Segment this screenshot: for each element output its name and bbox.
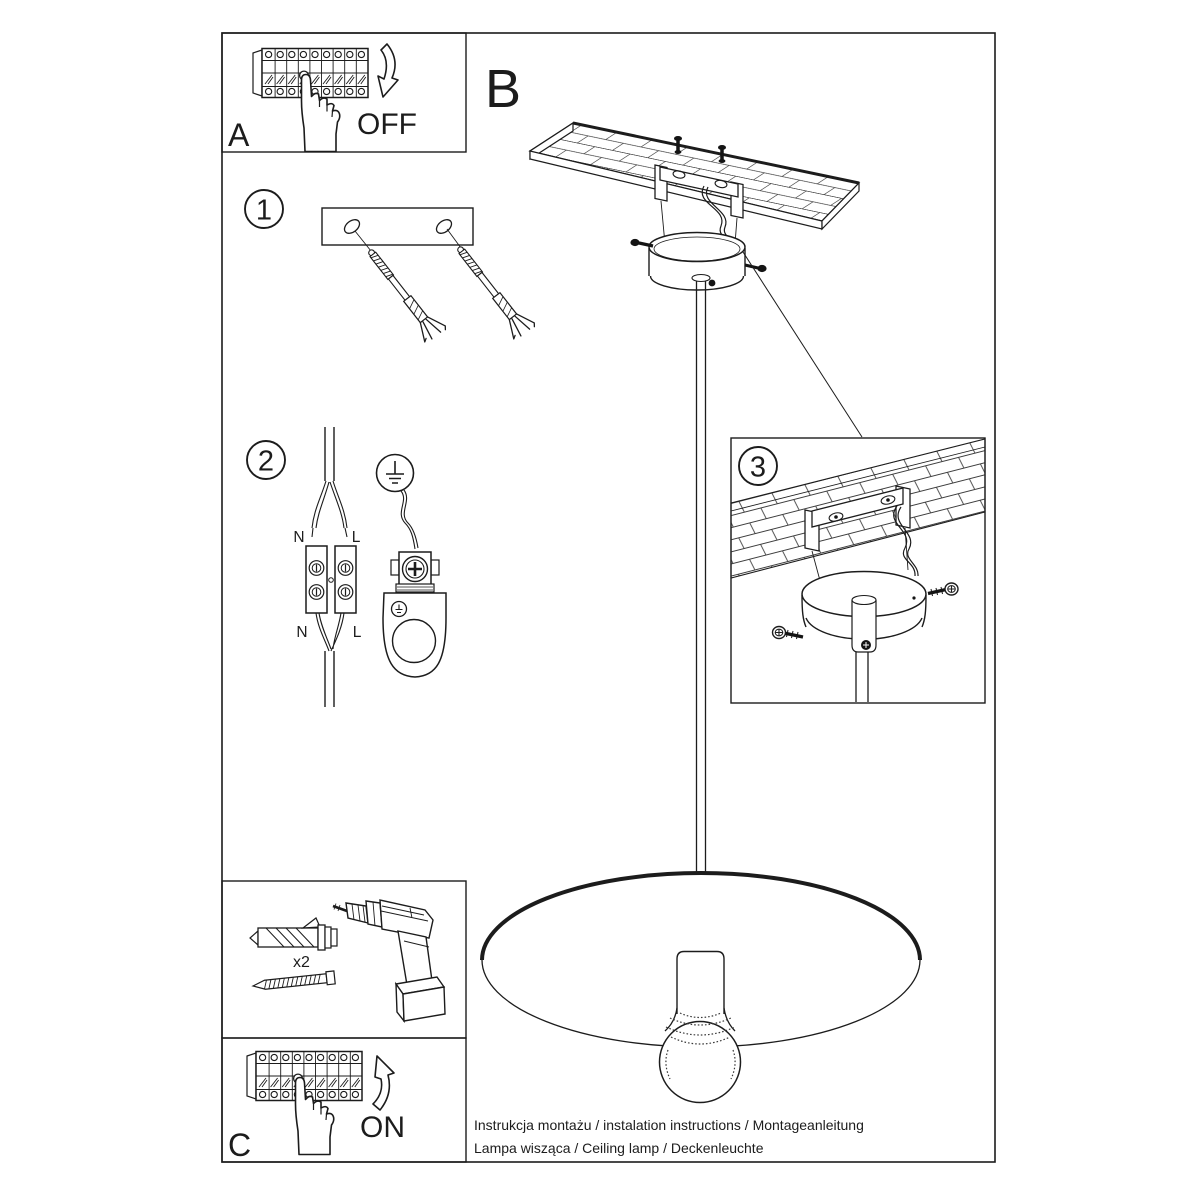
off-label: OFF [357, 108, 417, 141]
plate-hole-left [343, 219, 361, 234]
circuit-breaker-hand-icon [253, 49, 368, 152]
step-2-badge [246, 440, 286, 480]
plate-hole-right [435, 219, 453, 234]
panel-c-power-on: C ON [221, 1037, 467, 1163]
wire-label-l-bottom: L [353, 624, 362, 641]
step-3-badge [738, 446, 778, 486]
footer-line-1: Instrukcja montażu / instalation instruc… [474, 1117, 864, 1133]
ground-clamp-icon [390, 551, 440, 593]
arrow-down-icon [377, 43, 399, 98]
ceiling-edge-line [730, 446, 986, 512]
ground-symbol-icon [375, 453, 415, 493]
sheet-frame [221, 32, 996, 1163]
split-wires-top [311, 480, 348, 538]
anchor-leader-lines [354, 228, 462, 252]
step-2-number: 2 [258, 446, 274, 478]
wall-anchor-icon [358, 241, 448, 345]
wire-label-l-top: L [352, 529, 361, 546]
circuit-breaker-hand-icon [247, 1052, 362, 1155]
drill-icon [332, 899, 446, 1024]
wall-anchor-icon [447, 238, 537, 342]
step-2-wiring: 2 N L N L [246, 427, 447, 707]
screw-icon [251, 970, 336, 990]
on-label: ON [360, 1111, 405, 1144]
step-1-number: 1 [256, 195, 272, 227]
detail-bracket-icon [804, 485, 911, 552]
plank-screws [674, 136, 726, 163]
detail-rod [855, 652, 869, 702]
wire-label-n-bottom: N [296, 624, 307, 641]
panel-a-label: A [228, 117, 250, 153]
ceiling-plank-icon [528, 121, 861, 231]
panel-c-box [221, 1037, 467, 1163]
assembly-b-label: B [485, 59, 521, 119]
anchor-count-label: x2 [293, 954, 310, 971]
wall-plug-icon [249, 917, 338, 951]
tools-panel: x2 [221, 880, 467, 1039]
step-1-badge [244, 189, 284, 229]
footer: Instrukcja montażu / instalation instruc… [474, 1117, 864, 1156]
ground-bracket-icon [382, 592, 447, 678]
pendant-rod [695, 281, 707, 873]
footer-line-2: Lampa wisząca / Ceiling lamp / Deckenleu… [474, 1140, 764, 1156]
detail-canopy-icon [801, 570, 927, 702]
step-3-canopy-detail: 3 [730, 437, 986, 704]
step-3-number: 3 [750, 452, 766, 484]
panel-a-box [221, 32, 467, 153]
detail-leader-line [742, 251, 863, 438]
wire-label-n-top: N [293, 529, 304, 546]
split-wires-bottom [315, 612, 345, 652]
step-1-wall-plugs: 1 [244, 189, 537, 345]
ground-wire [400, 489, 419, 550]
arrow-up-icon [372, 1055, 395, 1111]
socket-cylinder [676, 950, 725, 1014]
mounting-bracket-icon [654, 164, 744, 219]
detail-cable [893, 505, 919, 577]
canopy-screws [630, 238, 767, 273]
supply-cable-top [324, 427, 335, 481]
panel-c-label: C [228, 1127, 251, 1163]
lamp-cable-bottom [324, 651, 335, 707]
panel-a-power-off: A OFF [221, 32, 467, 153]
detail-canopy-screws [771, 582, 959, 640]
light-bulb-icon [658, 1020, 742, 1104]
lampshade-icon [480, 871, 922, 1104]
mounting-plate-icon [321, 207, 474, 246]
bulb-shading [665, 1012, 736, 1080]
assembly-b: B [480, 59, 922, 1104]
terminal-block-icon [305, 545, 357, 614]
